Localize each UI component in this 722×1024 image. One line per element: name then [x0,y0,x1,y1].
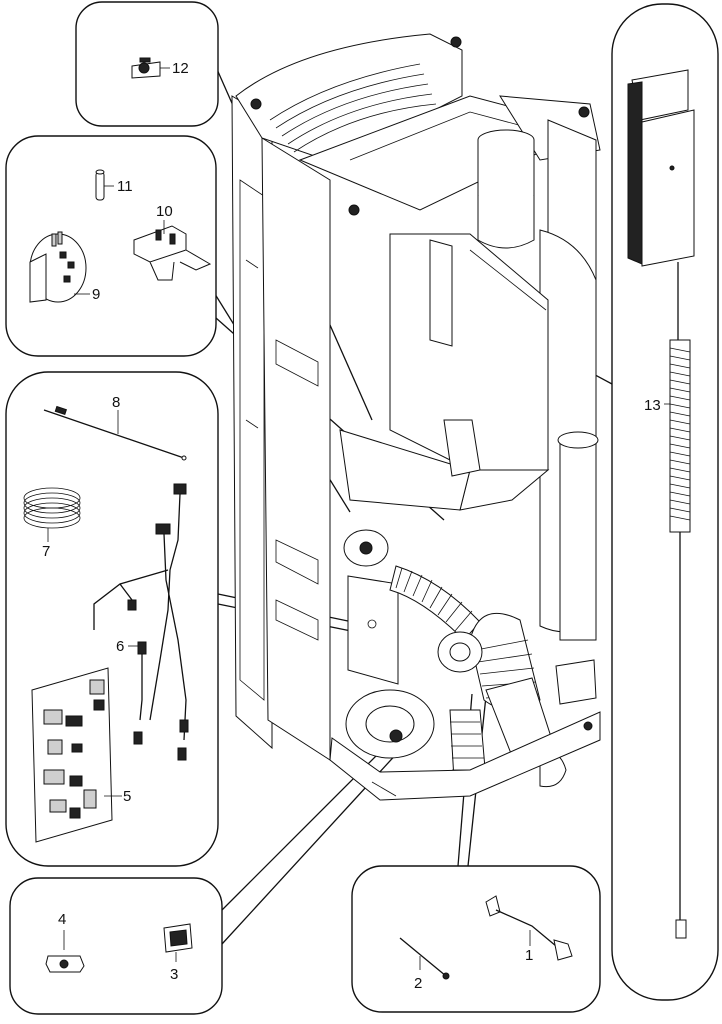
callout-7: 7 [42,543,50,560]
part-10-bracket [133,220,212,281]
callout-9: 9 [92,286,100,303]
part-12-sensor [131,57,170,79]
callout-2: 2 [414,975,422,992]
part-3-switch [163,923,193,962]
callout-13: 13 [644,397,661,414]
callout-8: 8 [112,394,120,411]
part-2-probe [399,937,450,980]
stove-main-unit [231,33,601,801]
part-11-pin [95,169,114,201]
callout-3: 3 [170,966,178,983]
callout-1: 1 [525,947,533,964]
part-7-coiled-cord [23,487,81,542]
detail-box-1-2 [351,865,601,1013]
igniter-coil [669,339,691,533]
part-6-cable [128,641,147,721]
callout-10: 10 [156,203,173,220]
part-5-circuit-board [31,667,122,843]
part-4-connector [45,930,85,973]
callout-12: 12 [172,60,189,77]
part-8-probe [43,405,187,461]
callout-5: 5 [123,788,131,805]
detail-box-3-4 [9,877,223,1015]
part-1-sensor-cable [485,895,573,961]
wiring-harness [93,483,189,761]
part-13-igniter [627,69,695,939]
callout-4: 4 [58,911,66,928]
part-9-pressure-switch [29,231,90,303]
callout-6: 6 [116,638,124,655]
callout-11: 11 [117,178,133,195]
